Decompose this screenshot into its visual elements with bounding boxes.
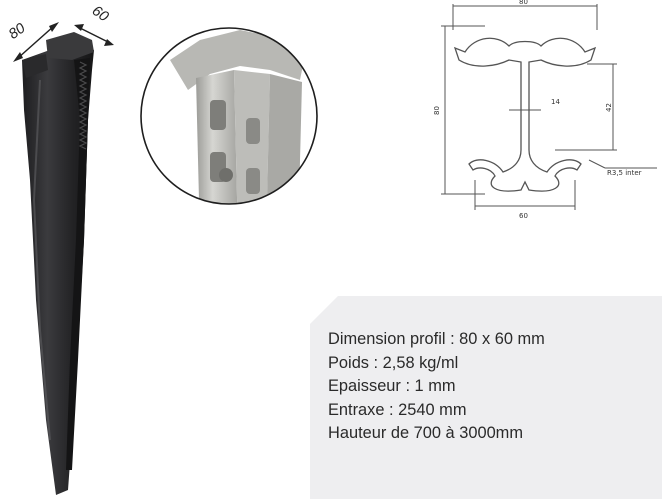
top-width-label: 80 bbox=[519, 0, 528, 6]
spec-thickness: Epaisseur : 1 mm bbox=[328, 377, 456, 395]
specifications-list: Dimension profil : 80 x 60 mm Poids : 2,… bbox=[328, 328, 545, 446]
profile-side-wall bbox=[266, 74, 302, 204]
width-dimension-label: 80 bbox=[6, 20, 28, 42]
width-arrow-icon bbox=[13, 22, 59, 62]
upper-height-label: 42 bbox=[605, 103, 613, 112]
spec-height-range: Hauteur de 700 à 3000mm bbox=[328, 424, 523, 442]
spec-profile-dimension: Dimension profil : 80 x 60 mm bbox=[328, 330, 545, 348]
profile-web-right bbox=[234, 70, 270, 204]
radius-note-label: R3,5 inter bbox=[607, 169, 642, 177]
post-teeth bbox=[78, 61, 88, 150]
profile-hole bbox=[219, 168, 233, 182]
height-label: 80 bbox=[433, 106, 441, 115]
profile-cross-section bbox=[453, 37, 597, 192]
profile-slot bbox=[246, 118, 260, 144]
profile-slot bbox=[210, 100, 226, 130]
post-top-lip bbox=[22, 54, 48, 78]
radius-leader-line bbox=[588, 159, 606, 169]
specifications-panel: Dimension profil : 80 x 60 mm Poids : 2,… bbox=[310, 296, 662, 499]
zoom-circle-border bbox=[140, 27, 318, 205]
depth-dimension-label: 60 bbox=[89, 3, 111, 25]
post-top-cap bbox=[46, 32, 94, 60]
web-width-label: 14 bbox=[551, 98, 560, 106]
profile-slot bbox=[246, 168, 260, 194]
profile-detail-zoom bbox=[140, 27, 318, 205]
post-body bbox=[22, 42, 94, 495]
post-serrated-channel bbox=[66, 58, 90, 470]
bottom-width-label: 60 bbox=[519, 212, 528, 220]
depth-arrow-icon bbox=[74, 24, 114, 46]
profile-top-flange bbox=[170, 30, 305, 90]
post-highlight bbox=[32, 79, 51, 441]
spec-spacing: Entraxe : 2540 mm bbox=[328, 400, 467, 419]
technical-drawing: 80 80 14 42 R3,5 inter 60 bbox=[433, 0, 657, 220]
spec-weight: Poids : 2,58 kg/ml bbox=[328, 353, 459, 372]
fence-post-image: 80 60 bbox=[6, 3, 114, 495]
